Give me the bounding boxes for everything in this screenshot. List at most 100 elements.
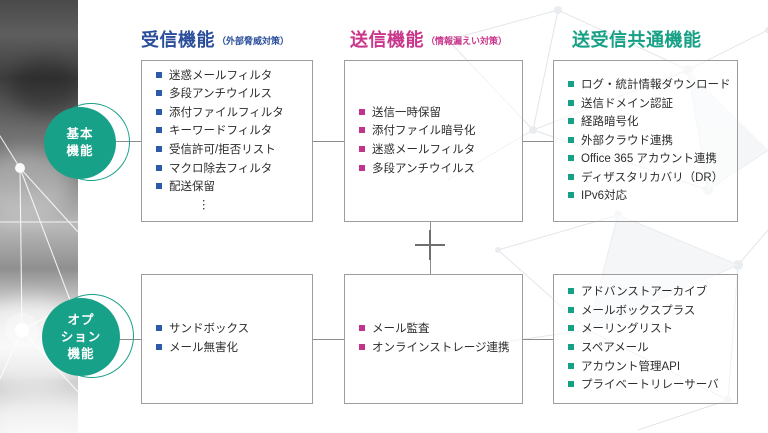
feature-label: メールボックスプラス	[581, 304, 696, 317]
column-heading-receive: 受信機能（外部脅威対策）	[141, 26, 289, 52]
list-item: Office 365 アカウント連携	[568, 150, 737, 169]
ellipsis-marker: ︙	[198, 199, 211, 212]
list-item: メーリングリスト	[568, 320, 737, 339]
feature-label: IPv6対応	[581, 190, 628, 203]
feature-label: 配送保留	[169, 181, 215, 194]
group-label-option-line2: ション	[60, 329, 102, 344]
box-basic-common: ログ・統計情報ダウンロード 送信ドメイン認証 経路暗号化 外部クラウド連携 Of…	[553, 60, 738, 222]
feature-label: 送信一時保留	[372, 106, 441, 119]
bullet-square-icon	[568, 344, 574, 350]
box-option-common: アドバンストアーカイブ メールボックスプラス メーリングリスト スペアメール ア…	[553, 274, 738, 404]
list-item: 配送保留	[156, 178, 312, 197]
bullet-square-icon	[568, 155, 574, 162]
bullet-square-icon	[568, 173, 574, 180]
list-item: プライベートリレーサーバ	[568, 376, 737, 395]
column-heading-send: 送信機能（情報漏えい対策）	[350, 26, 507, 52]
column-title-receive: 受信機能	[141, 30, 215, 50]
feature-label: オンラインストレージ連携	[372, 342, 510, 354]
list-item: サンドボックス	[156, 320, 312, 339]
group-label-option-line1: オプ	[67, 312, 95, 327]
list-item: 多段アンチウイルス	[156, 85, 312, 104]
column-title-send: 送信機能	[350, 30, 424, 50]
feature-label: アカウント管理API	[581, 360, 681, 373]
feature-label: 添付ファイルフィルタ	[169, 106, 284, 119]
bullet-square-icon	[568, 99, 574, 106]
connector-basic-receive-to-send	[313, 141, 344, 142]
list-item: 送信一時保留	[359, 104, 522, 123]
list-item: キーワードフィルタ	[156, 122, 312, 141]
list-item: アカウント管理API	[568, 358, 737, 377]
feature-label: 多段アンチウイルス	[169, 88, 273, 101]
bullet-square-icon	[156, 127, 162, 134]
bullet-square-icon	[156, 90, 162, 97]
feature-label: 迷惑メールフィルタ	[169, 69, 273, 82]
feature-label: マクロ除去フィルタ	[169, 162, 273, 175]
feature-list-option-receive: サンドボックス メール無害化	[142, 320, 312, 357]
bullet-square-icon	[568, 288, 574, 295]
feature-label: 送信ドメイン認証	[581, 97, 673, 110]
list-item: 添付ファイルフィルタ	[156, 104, 312, 123]
bullet-square-icon	[568, 118, 574, 125]
background-photo	[0, 0, 78, 433]
feature-label: ディザスタリカバリ（DR）	[581, 171, 724, 184]
bullet-square-icon	[156, 183, 162, 190]
feature-label: メール監査	[372, 323, 430, 336]
list-item: IPv6対応	[568, 187, 737, 206]
list-item: オンラインストレージ連携	[359, 339, 522, 358]
column-subtitle-receive: （外部脅威対策）	[217, 36, 290, 46]
bullet-square-icon	[359, 164, 365, 171]
bullet-square-icon	[359, 344, 365, 350]
box-basic-receive: 迷惑メールフィルタ 多段アンチウイルス 添付ファイルフィルタ キーワードフィルタ…	[141, 60, 313, 222]
list-item: スペアメール	[568, 339, 737, 358]
list-item: 迷惑メールフィルタ	[156, 67, 312, 86]
feature-label: 受信許可/拒否リスト	[169, 144, 276, 156]
bullet-square-icon	[359, 127, 365, 134]
bullet-square-icon	[568, 325, 574, 332]
bullet-square-icon	[568, 136, 574, 143]
list-item: 受信許可/拒否リスト	[156, 141, 312, 160]
feature-label: アドバンストアーカイブ	[581, 286, 708, 299]
bullet-square-icon	[156, 146, 162, 152]
bullet-square-icon	[568, 306, 574, 313]
bullet-square-icon	[359, 146, 365, 152]
bullet-square-icon	[156, 325, 162, 332]
feature-label: プライベートリレーサーバ	[581, 379, 719, 392]
column-heading-common: 送受信共通機能	[572, 26, 702, 52]
photo-edge-divider	[78, 0, 79, 433]
bullet-square-icon	[568, 381, 574, 388]
list-item: メール監査	[359, 320, 522, 339]
plus-icon	[415, 230, 445, 260]
bullet-square-icon	[156, 71, 162, 78]
group-label-basic: 基本 機能	[44, 107, 116, 179]
bullet-square-icon	[359, 108, 365, 115]
box-option-send: メール監査 オンラインストレージ連携	[344, 274, 523, 404]
feature-label: サンドボックス	[169, 323, 250, 336]
feature-label: メール無害化	[169, 342, 238, 354]
feature-list-option-common: アドバンストアーカイブ メールボックスプラス メーリングリスト スペアメール ア…	[554, 283, 737, 395]
bullet-square-icon	[568, 362, 574, 369]
list-item: 送信ドメイン認証	[568, 95, 737, 114]
list-item: 多段アンチウイルス	[359, 160, 522, 179]
bullet-square-icon	[568, 80, 574, 87]
list-item: ディザスタリカバリ（DR）	[568, 169, 737, 188]
group-label-option-line3: 機能	[67, 346, 95, 361]
photo-network-overlay	[0, 134, 78, 393]
feature-list-option-send: メール監査 オンラインストレージ連携	[345, 320, 522, 357]
feature-label: Office 365 アカウント連携	[581, 153, 717, 166]
list-item: ログ・統計情報ダウンロード	[568, 76, 737, 95]
list-item: メールボックスプラス	[568, 302, 737, 321]
list-item: 添付ファイル暗号化	[359, 122, 522, 141]
group-label-basic-line1: 基本	[66, 127, 94, 141]
column-title-common: 送受信共通機能	[572, 30, 702, 50]
list-item: 外部クラウド連携	[568, 132, 737, 151]
feature-label: メーリングリスト	[581, 323, 673, 336]
list-item: メール無害化	[156, 339, 312, 358]
feature-label: 多段アンチウイルス	[372, 162, 476, 175]
feature-label: スペアメール	[581, 342, 649, 354]
bullet-square-icon	[156, 164, 162, 171]
box-basic-send: 送信一時保留 添付ファイル暗号化 迷惑メールフィルタ 多段アンチウイルス	[344, 60, 523, 222]
feature-label: 外部クラウド連携	[581, 134, 673, 147]
feature-list-basic-send: 送信一時保留 添付ファイル暗号化 迷惑メールフィルタ 多段アンチウイルス	[345, 104, 522, 178]
bullet-square-icon	[156, 344, 162, 350]
